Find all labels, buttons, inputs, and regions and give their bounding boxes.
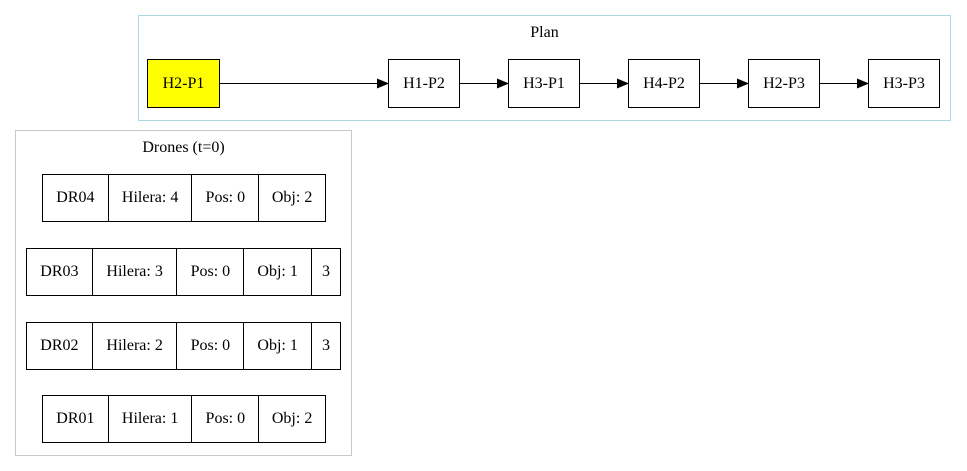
drone-obj: Obj: 2 (258, 396, 325, 442)
drone-extra: 3 (311, 249, 340, 295)
plan-step-node: H2-P1 (147, 59, 220, 108)
drone-id: DR03 (40, 263, 79, 280)
drone-record-dr01: DR01 Hilera: 1 Pos: 0 Obj: 2 (42, 395, 326, 443)
drone-obj: Obj: 1 (243, 249, 311, 295)
drone-record-dr02: DR02 Hilera: 2 Pos: 0 Obj: 1 3 (26, 322, 341, 370)
drone-obj: Obj: 1 (243, 323, 311, 369)
drone-hilera: Hilera: 4 (107, 175, 192, 221)
drone-id: DR01 (56, 410, 95, 427)
drone-obj: Obj: 2 (258, 175, 325, 221)
plan-step-node: H3-P1 (508, 59, 580, 108)
drone-hilera: Hilera: 3 (91, 249, 177, 295)
drone-pos: Pos: 0 (191, 396, 258, 442)
drone-extra: 3 (311, 323, 340, 369)
drones-title: Drones (t=0) (142, 139, 225, 156)
drone-pos: Pos: 0 (191, 175, 258, 221)
drones-cluster: Drones (t=0) (15, 130, 352, 456)
drone-hilera: Hilera: 1 (107, 396, 192, 442)
plan-step-node: H4-P2 (628, 59, 700, 108)
plan-step-node: H3-P3 (868, 59, 940, 108)
drone-pos: Pos: 0 (176, 323, 243, 369)
drone-record-dr04: DR04 Hilera: 4 Pos: 0 Obj: 2 (42, 174, 326, 222)
plan-step-node: H1-P2 (388, 59, 460, 108)
drone-hilera: Hilera: 2 (91, 323, 177, 369)
drone-id: DR04 (56, 189, 95, 206)
drone-pos: Pos: 0 (176, 249, 243, 295)
plan-cluster: Plan (138, 15, 951, 121)
plan-step-node: H2-P3 (748, 59, 820, 108)
drone-record-dr03: DR03 Hilera: 3 Pos: 0 Obj: 1 3 (26, 248, 341, 296)
drone-id: DR02 (40, 337, 79, 354)
plan-title: Plan (530, 24, 559, 41)
